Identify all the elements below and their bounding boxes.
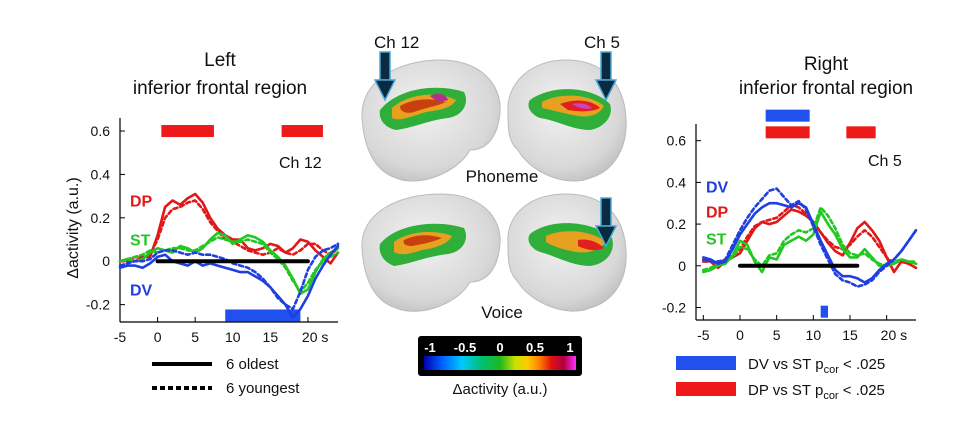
legend-label-youngest: 6 youngest	[226, 380, 300, 397]
arrow-ch12	[373, 51, 397, 102]
x-tick-label: 10	[225, 329, 241, 345]
axes-left: -5 0 5 10 15 20 s -0.2 0 0.2 0.4 0.6	[86, 118, 338, 345]
series-label-dv: DV	[706, 180, 729, 197]
y-tick-label: 0.4	[667, 174, 687, 190]
x-tick-label: 5	[191, 329, 199, 345]
brain-panel: Ch 12 Ch 5 Phoneme Voice -1 -0.5 0 0.5 1 Δac…	[361, 33, 627, 398]
channel-label: Ch 5	[868, 153, 902, 170]
significance-bar-red	[281, 125, 323, 138]
series-line-st-dashed	[702, 206, 918, 272]
chart-right: Right inferior frontal region Ch 5 -5 0 5 1…	[662, 54, 918, 343]
chart-left: Left inferior frontal region Δactivity (…	[65, 50, 340, 345]
legend-dp-vs-st: DP vs ST pcor < .025	[748, 382, 885, 402]
x-tick-label: 20 s	[881, 327, 907, 343]
x-tick-label: -5	[114, 329, 127, 345]
axes-right: -5 0 5 10 15 20 s -0.2 0 0.2 0.4 0.6	[662, 124, 916, 343]
label-ch5: Ch 5	[584, 33, 620, 52]
y-tick-label: 0.4	[91, 166, 111, 182]
chart-title-line2: inferior frontal region	[133, 78, 307, 99]
significance-bar-blue	[225, 309, 301, 322]
colorbar: -1 -0.5 0 0.5 1 Δactivity (a.u.)	[418, 336, 582, 398]
significance-bars-left	[161, 125, 323, 322]
series-label-dv: DV	[130, 282, 153, 299]
line-style-legend: 6 oldest 6 youngest	[152, 356, 300, 397]
y-tick-label: 0	[102, 253, 110, 269]
label-voice: Voice	[481, 303, 523, 322]
chart-title-line1: Right	[804, 54, 849, 75]
chart-title-line1: Left	[204, 50, 236, 71]
x-tick-label: 15	[842, 327, 858, 343]
colorbar-tick-label: -1	[424, 340, 436, 355]
colorbar-label: Δactivity (a.u.)	[452, 381, 547, 398]
series-line-dv-solid	[118, 244, 340, 319]
channel-label: Ch 12	[279, 155, 322, 172]
series-lines-right	[702, 187, 918, 288]
x-tick-label: 15	[263, 329, 279, 345]
x-tick-label: 0	[736, 327, 744, 343]
series-labels-right: DV DP ST	[706, 180, 729, 249]
significance-legend: DV vs ST pcor < .025 DP vs ST pcor < .02…	[676, 356, 885, 402]
significance-bar-red	[161, 125, 214, 138]
y-tick-label: 0.2	[91, 210, 111, 226]
y-tick-label: 0	[678, 258, 686, 274]
series-label-dp: DP	[130, 193, 153, 210]
significance-bar-red	[765, 126, 810, 139]
colorbar-tick-label: -0.5	[454, 340, 476, 355]
y-tick-label: 0.6	[91, 123, 111, 139]
series-line-dp-solid	[118, 192, 340, 265]
brain-voice-left	[361, 193, 501, 312]
chart-title-line2: inferior frontal region	[739, 78, 913, 99]
series-label-st: ST	[706, 232, 727, 249]
x-tick-label: 5	[773, 327, 781, 343]
y-tick-label: -0.2	[662, 299, 686, 315]
y-tick-label: -0.2	[86, 297, 110, 313]
brain-phoneme-left	[361, 59, 501, 182]
series-label-dp: DP	[706, 205, 729, 222]
significance-bars-right	[765, 109, 876, 318]
colorbar-ticks: -1 -0.5 0 0.5 1	[424, 340, 573, 355]
x-tick-label: 20 s	[302, 329, 328, 345]
series-labels-left: DP ST DV	[130, 193, 153, 299]
significance-bar-blue	[765, 109, 810, 122]
colorbar-tick-label: 1	[566, 340, 573, 355]
legend-blue-swatch	[676, 356, 736, 370]
series-line-dv-dashed	[702, 187, 918, 288]
arrow-ch5-top	[594, 51, 618, 102]
x-tick-label: 0	[154, 329, 162, 345]
significance-bar-blue	[820, 305, 828, 318]
label-phoneme: Phoneme	[466, 167, 539, 186]
colorbar-tick-label: 0.5	[526, 340, 544, 355]
brain-phoneme-right	[507, 59, 627, 182]
series-label-st: ST	[130, 233, 151, 250]
significance-bar-red	[846, 126, 876, 139]
legend-label-oldest: 6 oldest	[226, 356, 279, 373]
legend-dv-vs-st: DV vs ST pcor < .025	[748, 356, 885, 376]
series-line-st-solid	[702, 210, 918, 274]
x-tick-label: -5	[697, 327, 710, 343]
x-tick-label: 10	[806, 327, 822, 343]
y-axis-label: Δactivity (a.u.)	[65, 177, 82, 278]
label-ch12: Ch 12	[374, 33, 419, 52]
y-tick-label: 0.6	[667, 133, 687, 149]
legend-red-swatch	[676, 382, 736, 396]
colorbar-tick-label: 0	[496, 340, 503, 355]
series-lines-left	[118, 192, 340, 319]
arrow-ch5-bottom	[594, 197, 618, 248]
y-tick-label: 0.2	[667, 216, 687, 232]
brain-voice-right	[507, 193, 627, 312]
